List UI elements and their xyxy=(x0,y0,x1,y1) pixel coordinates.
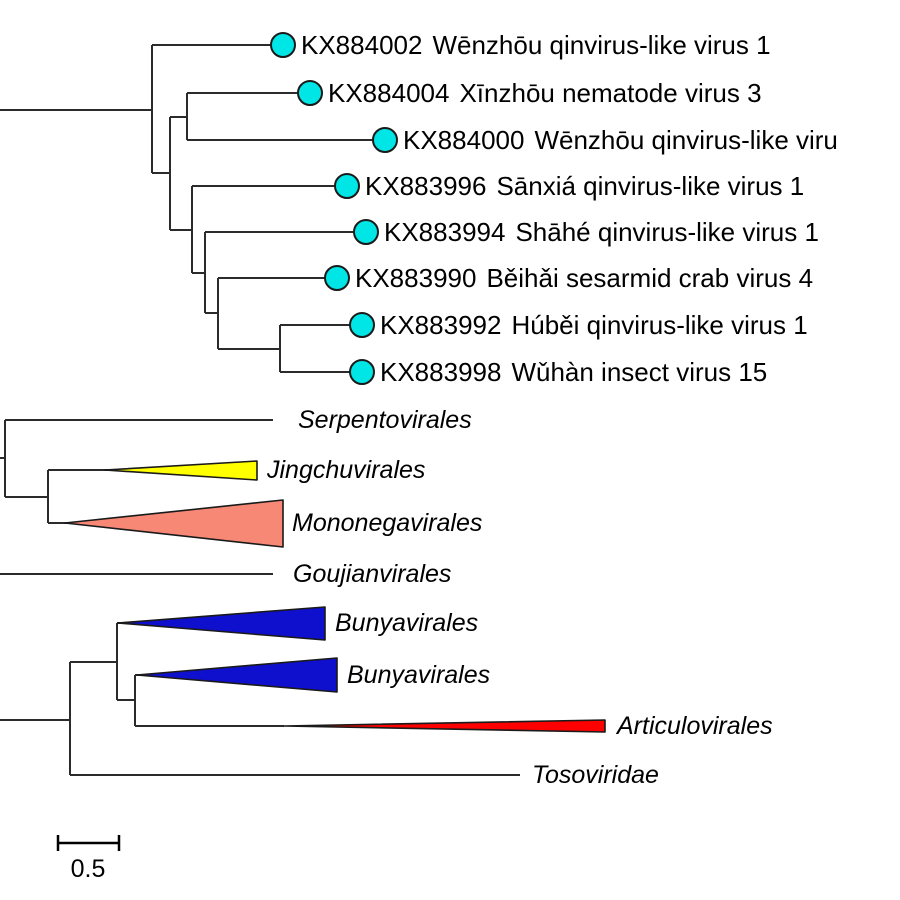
tip-taxon-name: Xīnzhōu nematode virus 3 xyxy=(459,78,761,108)
tip-label: KX883990 Běihǎi sesarmid crab virus 4 xyxy=(355,263,813,293)
tip-label: KX883994 Shāhé qinvirus-like virus 1 xyxy=(384,217,819,247)
clade-label: Mononegavirales xyxy=(292,509,482,537)
tip-label: KX883996 Sānxiá qinvirus-like virus 1 xyxy=(365,171,804,201)
tip-circle-marker-icon xyxy=(349,359,375,385)
clade-label: Bunyavirales xyxy=(347,661,490,689)
tip-accession: KX884000 xyxy=(403,125,524,155)
collapsed-clade-triangle xyxy=(104,460,258,481)
tip-accession: KX884002 xyxy=(301,30,422,60)
tip-label: KX884004 Xīnzhōu nematode virus 3 xyxy=(328,78,762,108)
tip-circle-marker-icon xyxy=(353,219,379,245)
clade-label: Goujianvirales xyxy=(293,560,451,588)
scale-bar-label: 0.5 xyxy=(71,855,106,883)
collapsed-clade-triangle xyxy=(136,657,338,693)
collapsed-clade-triangle xyxy=(117,606,326,641)
tip-circle-marker-icon xyxy=(372,127,398,153)
tip-circle-marker-icon xyxy=(349,312,375,338)
tip-accession: KX883994 xyxy=(384,217,505,247)
tip-label: KX883998 Wǔhàn insect virus 15 xyxy=(380,357,767,387)
tip-circle-marker-icon xyxy=(334,173,360,199)
clade-label: Tosoviridae xyxy=(532,761,659,789)
tip-accession: KX883996 xyxy=(365,171,486,201)
clade-label: Bunyavirales xyxy=(335,609,478,637)
tip-accession: KX883990 xyxy=(355,263,476,293)
tip-accession: KX883998 xyxy=(380,357,501,387)
tip-circle-marker-icon xyxy=(324,265,350,291)
clade-label: Jingchuvirales xyxy=(266,456,425,484)
tip-accession: KX883992 xyxy=(380,310,501,340)
tip-label: KX884000 Wēnzhōu qinvirus-like viru xyxy=(403,125,838,155)
tip-taxon-name: Shāhé qinvirus-like virus 1 xyxy=(515,217,818,247)
tip-circle-marker-icon xyxy=(297,80,323,106)
tip-taxon-name: Běihǎi sesarmid crab virus 4 xyxy=(486,263,813,293)
tip-taxon-name: Húběi qinvirus-like virus 1 xyxy=(511,310,807,340)
collapsed-clade-triangle xyxy=(283,719,606,733)
tip-label: KX884002 Wēnzhōu qinvirus-like virus 1 xyxy=(301,30,771,60)
tip-label: KX883992 Húběi qinvirus-like virus 1 xyxy=(380,310,808,340)
tip-circle-marker-icon xyxy=(270,32,296,58)
tip-taxon-name: Wēnzhōu qinvirus-like viru xyxy=(534,125,837,155)
tip-accession: KX884004 xyxy=(328,78,449,108)
clade-label: Articulovirales xyxy=(615,712,773,740)
tip-taxon-name: Wēnzhōu qinvirus-like virus 1 xyxy=(432,30,770,60)
tip-taxon-name: Sānxiá qinvirus-like virus 1 xyxy=(496,171,804,201)
collapsed-clade-triangle xyxy=(64,499,284,548)
tip-taxon-name: Wǔhàn insect virus 15 xyxy=(511,357,767,387)
clade-label: Serpentovirales xyxy=(298,406,472,434)
